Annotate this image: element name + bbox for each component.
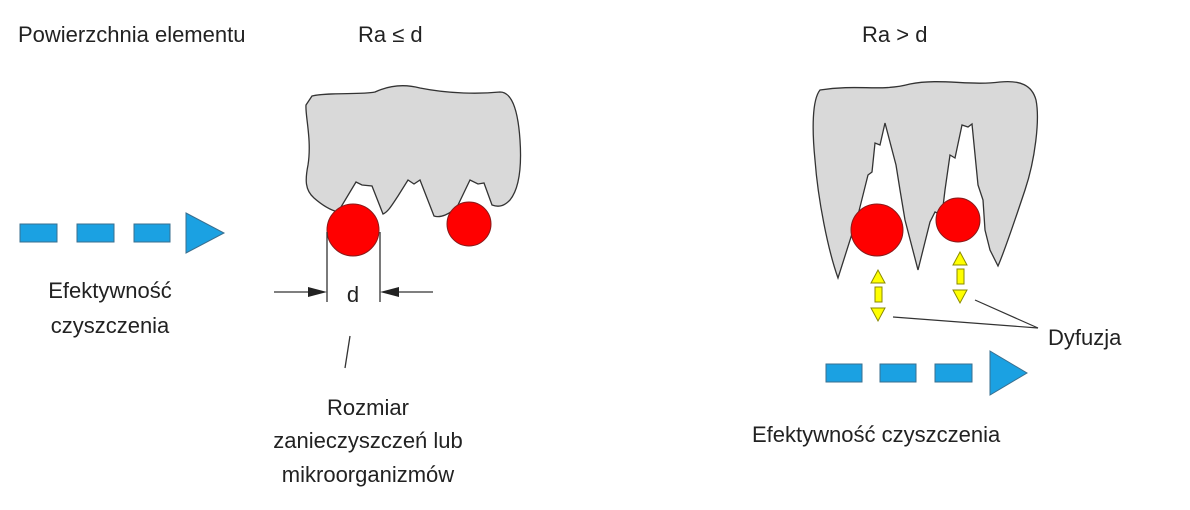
flow-arrowhead <box>989 350 1028 396</box>
size-line2: zanieczyszczeń lub <box>273 428 463 453</box>
particle-small-trapped <box>935 197 981 243</box>
surface-label: Powierzchnia elementu <box>18 22 245 47</box>
flow-arrowhead <box>185 212 226 254</box>
flow-dash <box>76 223 115 243</box>
diffusion-arrow-left <box>870 268 886 323</box>
particle-large-trapped <box>850 203 904 257</box>
efficiency-right-label: Efektywność czyszczenia <box>752 422 1001 447</box>
flow-dash <box>133 223 171 243</box>
d-label: d <box>347 282 359 307</box>
dimension-d <box>274 232 433 369</box>
diffusion-leader-lines <box>892 299 1039 329</box>
size-line3: mikroorganizmów <box>282 462 454 487</box>
surface-rough <box>812 80 1039 281</box>
particle-large <box>326 203 380 257</box>
flow-arrow-right <box>825 350 1028 396</box>
case-left-label: Ra ≤ d <box>358 22 423 47</box>
diffusion-arrow-right <box>952 250 968 305</box>
particle-small <box>446 201 492 247</box>
diffusion-label: Dyfuzja <box>1048 325 1122 350</box>
surface-smooth <box>305 85 522 218</box>
efficiency-left-line1: Efektywność <box>48 278 172 303</box>
flow-arrow-left <box>19 212 226 254</box>
flow-dash <box>879 363 917 383</box>
flow-dash <box>934 363 973 383</box>
size-line1: Rozmiar <box>327 395 409 420</box>
flow-dash <box>19 223 58 243</box>
efficiency-left-line2: czyszczenia <box>51 313 170 338</box>
flow-dash <box>825 363 863 383</box>
case-right-label: Ra > d <box>862 22 927 47</box>
